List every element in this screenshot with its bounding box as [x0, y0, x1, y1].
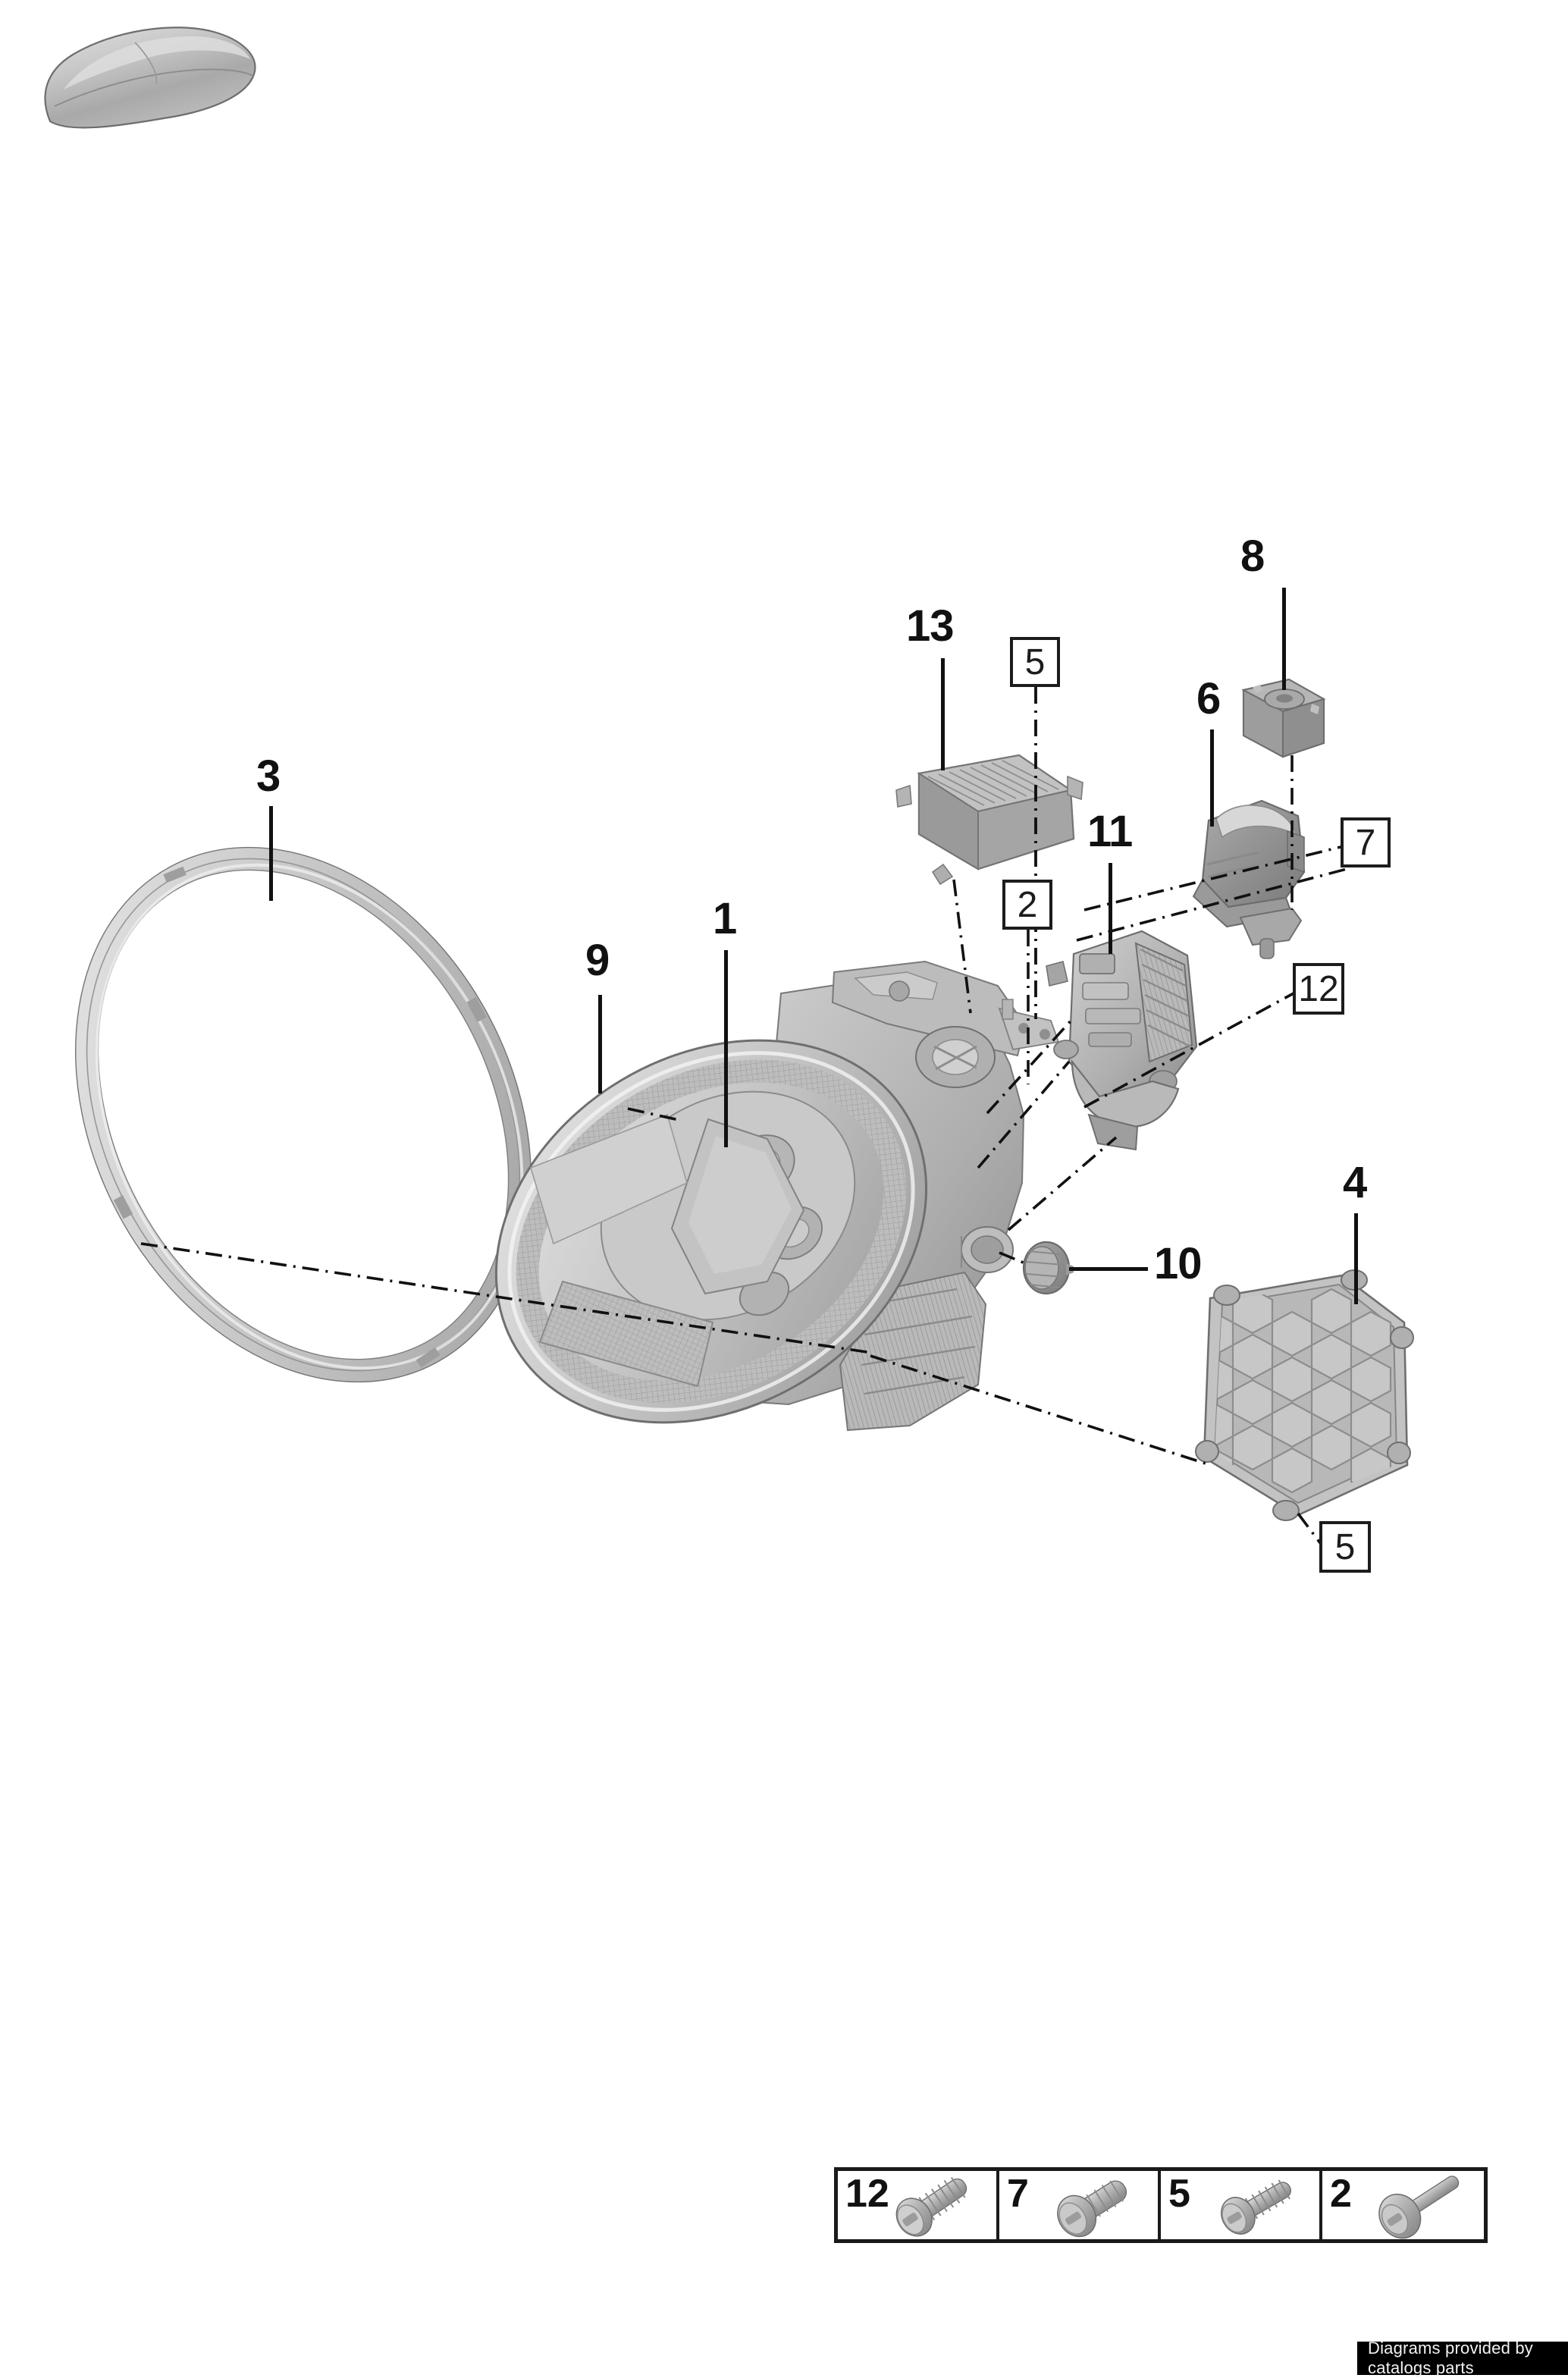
- callout-11: 11: [1087, 807, 1133, 856]
- legend-number-2: 2: [1330, 2172, 1352, 2216]
- watermark-banner: Diagrams provided by catalogs parts: [1357, 2339, 1568, 2377]
- button-head-screw-icon: [1057, 2180, 1127, 2238]
- leader-line-11: [1109, 863, 1112, 954]
- flange-bolt-icon: [1378, 2176, 1460, 2239]
- boxed-callout-12: 12: [1293, 963, 1344, 1015]
- callout-13: 13: [906, 601, 955, 651]
- watermark-text: Diagrams provided by catalogs parts: [1368, 2339, 1533, 2377]
- boxed-callout-5-bottom: 5: [1319, 1521, 1371, 1573]
- boxed-callout-2: 2: [1002, 880, 1052, 930]
- part-13-control-unit: [895, 754, 1083, 886]
- callout-8: 8: [1240, 532, 1265, 581]
- part-1-headlight-assembly: -------: [494, 960, 1060, 1432]
- legend-number-5: 5: [1168, 2172, 1190, 2216]
- pan-head-tapping-screw-icon: [1221, 2179, 1291, 2235]
- leader-line-3: [269, 806, 273, 901]
- callout-1: 1: [713, 894, 737, 943]
- callout-4: 4: [1343, 1158, 1367, 1207]
- part-8-adjusting-motor: [1241, 678, 1326, 758]
- legend-number-7: 7: [1007, 2172, 1029, 2216]
- part-3-trim-ring: [75, 846, 532, 1383]
- legend-cell-2: 2: [1322, 2171, 1484, 2239]
- part-11-led-module: [1046, 930, 1198, 1151]
- part-4-honeycomb-cover: [1195, 1269, 1414, 1521]
- fastener-legend: 12 7: [834, 2167, 1488, 2243]
- leader-line-6: [1210, 729, 1214, 827]
- callout-3: 3: [256, 751, 281, 801]
- leader-line-8: [1282, 588, 1286, 690]
- boxed-callout-5-top: 5: [1010, 637, 1060, 687]
- leader-line-10: [1069, 1267, 1148, 1271]
- leader-line-4: [1354, 1213, 1358, 1304]
- legend-cell-5: 5: [1161, 2171, 1322, 2239]
- legend-cell-12: 12: [838, 2171, 999, 2239]
- leader-line-1: [724, 950, 728, 1147]
- leader-line-9: [598, 995, 602, 1093]
- legend-cell-7: 7: [999, 2171, 1161, 2239]
- pan-head-tapping-screw-icon: [895, 2176, 967, 2237]
- part-10-sealing-cap: [1022, 1241, 1074, 1295]
- vehicle-silhouette-icon: [44, 27, 256, 129]
- callout-9: 9: [585, 936, 610, 985]
- boxed-callout-7: 7: [1341, 817, 1391, 867]
- part-6-bracket-housing: [1192, 799, 1306, 959]
- leader-line-13: [941, 658, 945, 770]
- legend-number-12: 12: [845, 2172, 889, 2216]
- callout-6: 6: [1196, 674, 1221, 723]
- callout-10: 10: [1154, 1239, 1203, 1288]
